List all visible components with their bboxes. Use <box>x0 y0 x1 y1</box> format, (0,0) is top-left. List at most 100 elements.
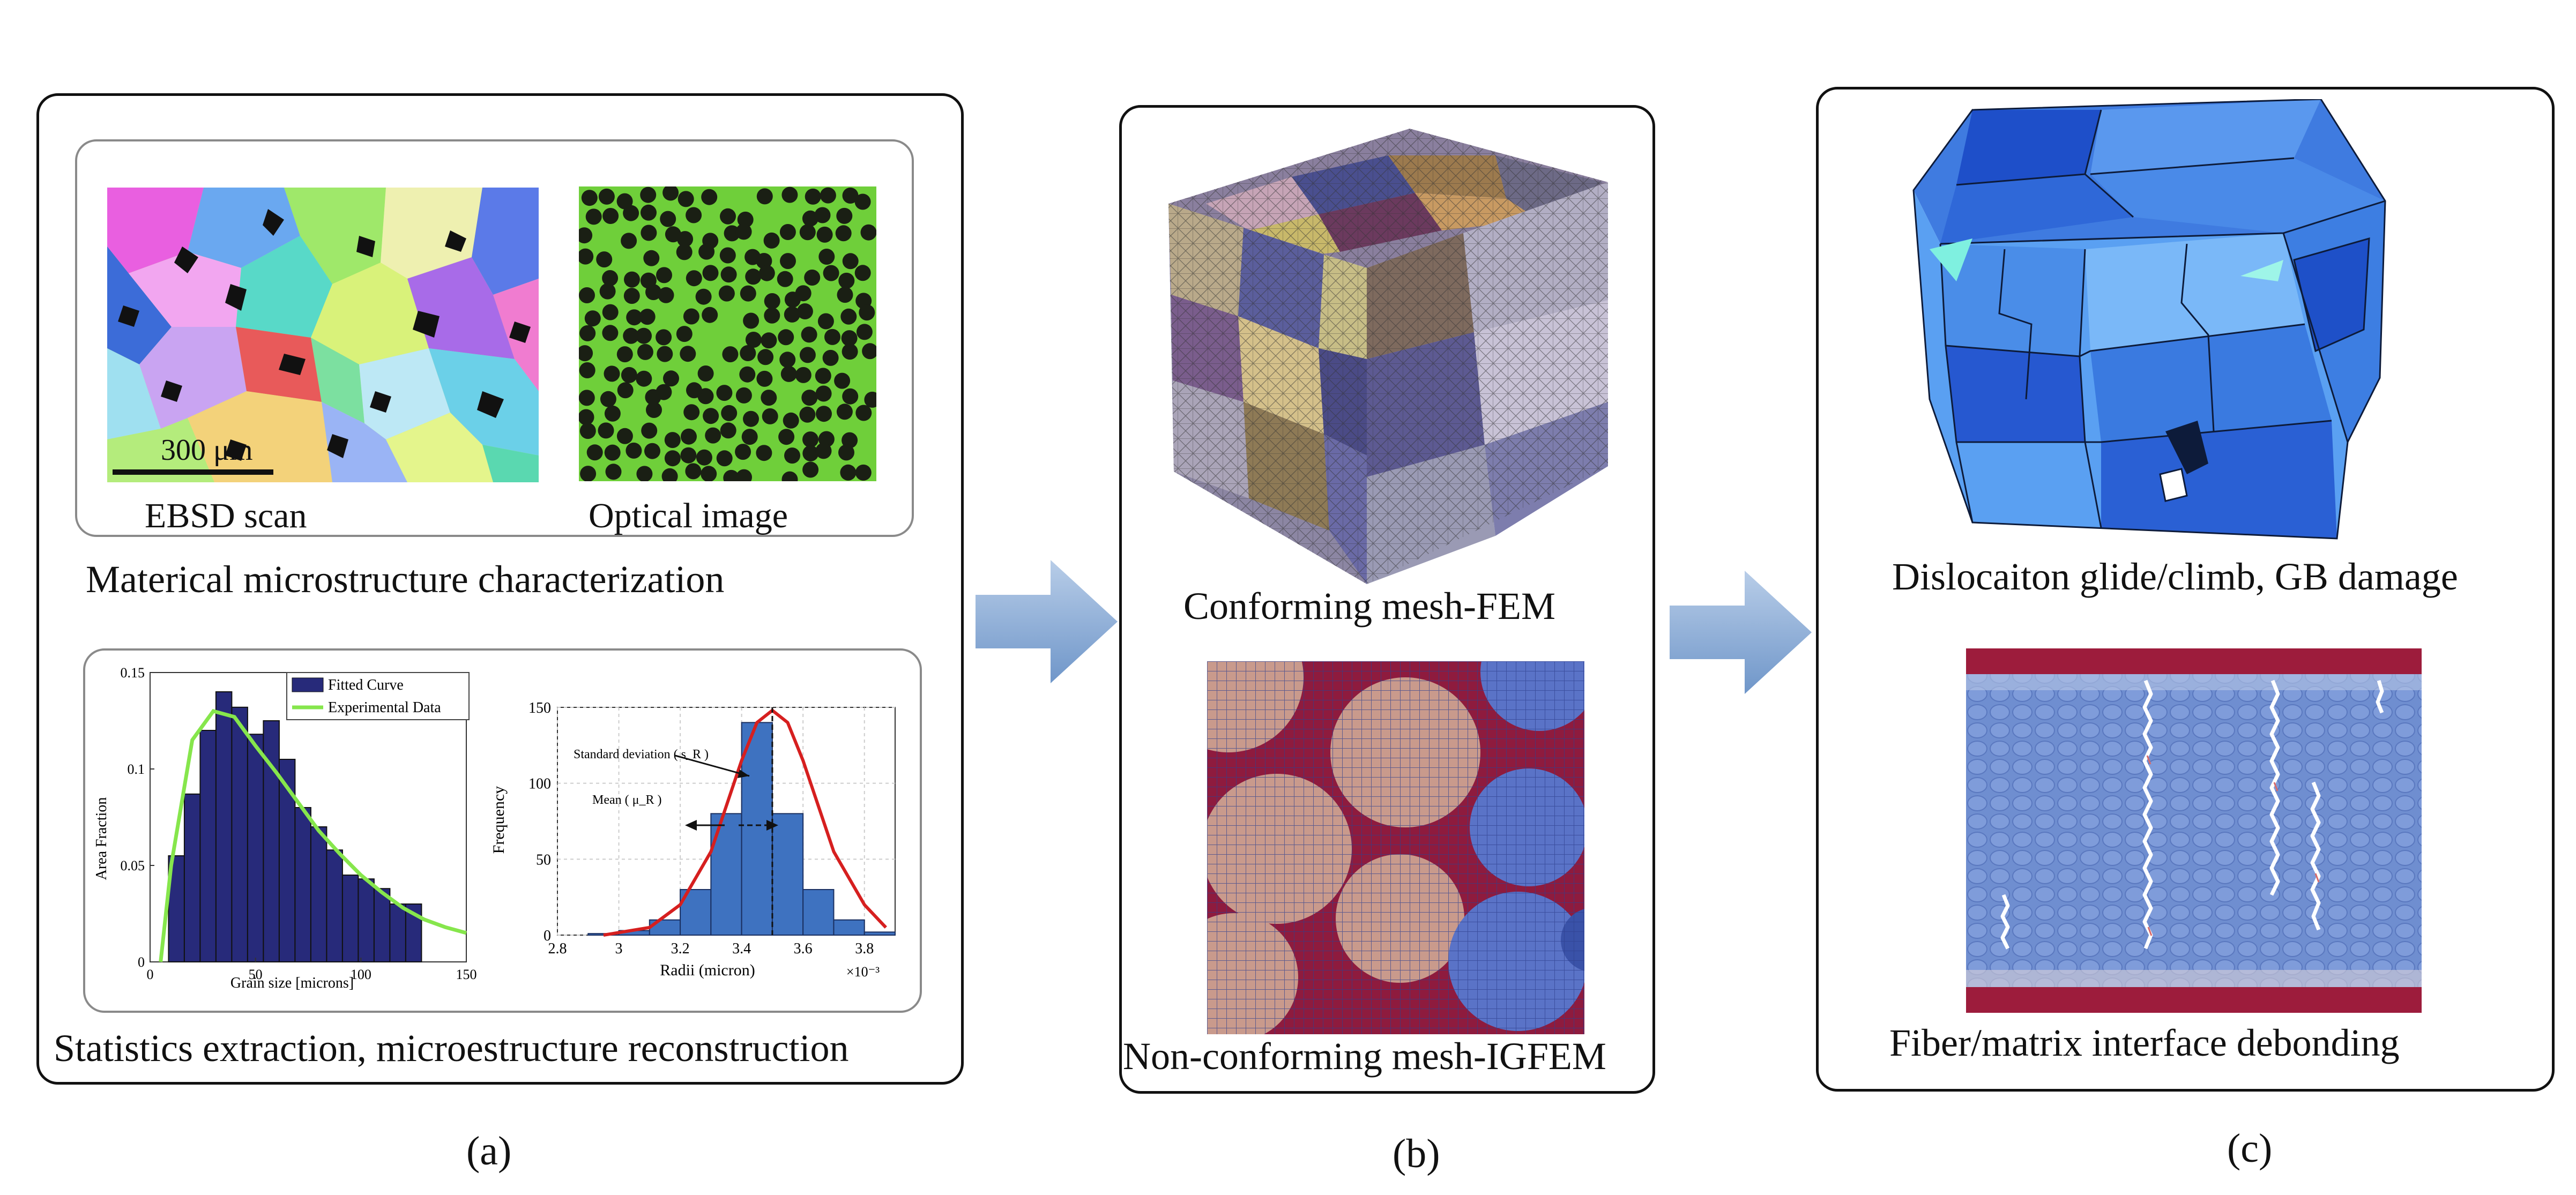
optical-fiber-dot <box>840 308 857 325</box>
optical-fiber-dot <box>641 422 658 439</box>
optical-fiber-dot <box>645 284 661 301</box>
optical-fiber-dot <box>660 211 676 227</box>
optical-fiber-dot <box>834 372 851 389</box>
optical-fiber-dot <box>680 346 696 362</box>
optical-fiber-dot <box>737 211 754 228</box>
optical-fiber-dot <box>602 270 619 286</box>
optical-fiber-dot <box>677 191 694 207</box>
hist1-xtick-label: 50 <box>249 967 263 982</box>
optical-fiber-dot <box>859 304 875 321</box>
conforming-caption: Conforming mesh-FEM <box>1183 585 1555 628</box>
optical-fiber-dot <box>838 272 855 289</box>
optical-fiber-dot <box>735 387 752 404</box>
arrow-a-to-b <box>976 560 1118 683</box>
hist2-xtick-label: 3.8 <box>855 940 874 957</box>
interface-debonding-image <box>1966 648 2422 1013</box>
optical-fiber-dot <box>702 307 718 323</box>
optical-fiber-dot <box>703 408 719 424</box>
optical-fiber-dot <box>781 186 798 203</box>
hist2-bar <box>863 931 896 936</box>
optical-fiber-dot <box>720 422 736 439</box>
optical-fiber-dot <box>854 193 871 210</box>
nonconforming-caption: Non-conforming mesh-IGFEM <box>1123 1035 1606 1078</box>
optical-fiber-dot <box>783 412 799 429</box>
optical-fiber-dot <box>600 391 616 407</box>
characterization-caption: Materical microstructure characterizatio… <box>86 558 725 601</box>
hist1-bar <box>215 691 233 962</box>
optical-fiber-dot <box>602 208 619 224</box>
hist2-ylabel: Frequency <box>490 786 508 854</box>
optical-fiber-dot <box>757 349 774 365</box>
optical-fiber-dot <box>799 406 816 423</box>
optical-fiber-dot <box>720 266 737 283</box>
optical-fiber-dot <box>841 330 858 347</box>
optical-fiber-dot <box>662 186 679 201</box>
optical-fiber-dot <box>815 368 831 384</box>
ebsd-scan-image <box>107 188 539 482</box>
optical-fiber-dot <box>801 326 817 343</box>
optical-fiber-dot <box>842 253 859 270</box>
optical-fiber-dot <box>719 247 736 264</box>
optical-fiber-dot <box>780 365 797 382</box>
optical-fiber-dot <box>761 332 777 349</box>
optical-fiber-dot <box>656 384 672 400</box>
hist1-xtick-label: 150 <box>456 967 477 982</box>
hist2-normal-curve <box>603 708 887 937</box>
optical-fiber-dot <box>623 288 640 304</box>
hist2-ytick-label: 100 <box>528 776 551 793</box>
hist1-bar <box>341 875 359 962</box>
optical-fiber-dot <box>681 428 697 445</box>
panel-b-label: (b) <box>1393 1131 1440 1176</box>
optical-fiber-dot <box>598 422 614 439</box>
optical-fiber-dot <box>842 388 859 405</box>
optical-fiber-dot <box>824 328 840 345</box>
optical-fiber-dot <box>636 370 652 387</box>
nonconforming-mesh-image <box>1207 661 1584 1034</box>
optical-fiber-dot <box>605 464 622 480</box>
optical-fiber-dot <box>743 312 760 329</box>
optical-fiber-dot <box>735 444 751 460</box>
hist2-ytick-label: 0 <box>544 928 551 944</box>
hist1-bar <box>231 706 248 963</box>
optical-fiber-dot <box>636 466 653 481</box>
std-pointer <box>675 755 750 777</box>
optical-fiber-dot <box>756 370 773 387</box>
optical-fiber-dot <box>756 188 773 205</box>
optical-fiber-dot <box>664 450 681 467</box>
optical-fiber-dot <box>686 207 702 223</box>
hist2-bar <box>710 813 742 936</box>
optical-fiber-dot <box>779 352 796 368</box>
optical-fiber-dot <box>686 270 702 287</box>
optical-fiber-dot <box>722 346 739 363</box>
optical-fiber-dot <box>820 187 836 204</box>
optical-fiber-dot <box>657 346 673 362</box>
optical-fiber-dot <box>745 332 762 348</box>
hist1-fit-curve <box>159 708 467 962</box>
optical-fiber-dot <box>579 409 594 425</box>
hist1-bar <box>247 734 264 962</box>
optical-fiber-dot <box>836 207 853 224</box>
optical-fiber-dot <box>643 250 660 266</box>
optical-fiber-dot <box>716 385 733 401</box>
hist2-ytick-label: 150 <box>528 700 551 716</box>
optical-fiber-dot <box>623 205 639 221</box>
optical-fiber-dot <box>586 444 603 461</box>
optical-fiber-dot <box>836 404 853 420</box>
hist2-bar <box>833 919 865 936</box>
optical-fiber-dot <box>778 329 794 346</box>
optical-fiber-dot <box>639 309 656 325</box>
optical-fiber-dot <box>579 248 594 265</box>
optical-fiber-dot <box>779 224 796 240</box>
optical-fiber-dot <box>804 270 821 286</box>
optical-fiber-dot <box>676 326 693 342</box>
optical-fiber-dot <box>840 464 857 481</box>
optical-fiber-dot <box>764 293 780 309</box>
optical-fiber-dot <box>784 306 800 323</box>
optical-fiber-dot <box>584 310 601 327</box>
optical-fiber-dot <box>815 385 832 402</box>
optical-fiber-dot <box>778 429 795 445</box>
hist1-bar <box>373 888 391 963</box>
optical-fiber-dot <box>842 432 858 449</box>
optical-fiber-dot <box>602 325 619 341</box>
hist2-xtick-label: 3.2 <box>671 940 690 957</box>
